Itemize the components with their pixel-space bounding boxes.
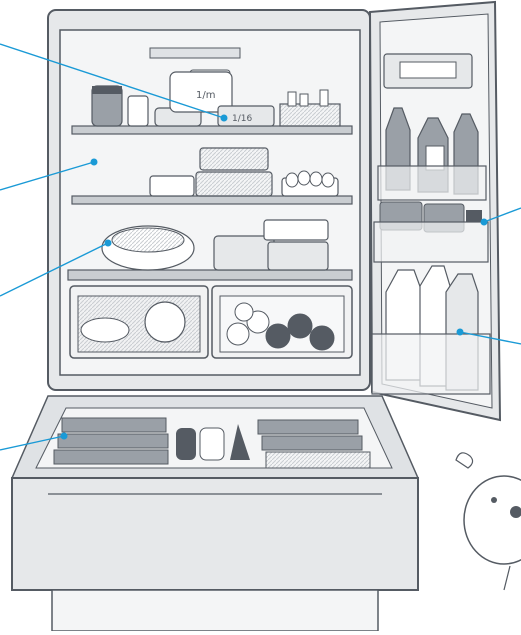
door-top-compartment: [384, 54, 472, 88]
jar-lid: [92, 86, 122, 94]
crisper-drawer-right: [212, 286, 352, 358]
basket-item: [320, 90, 328, 106]
container-lid-label: 1/16: [232, 114, 252, 124]
container-stack-bottom: [196, 172, 272, 196]
tub-bottom: [268, 242, 328, 270]
butter-dish: [150, 176, 194, 196]
basket-item: [288, 92, 296, 106]
leftovers-container: [214, 236, 274, 270]
mascot-character: [456, 453, 521, 590]
container-stack-top: [200, 148, 268, 170]
shelf-middle: [72, 196, 352, 204]
callout-dot-freezer: [61, 433, 68, 440]
jar-label: 1/m: [196, 90, 215, 101]
shelf-lower: [68, 270, 352, 280]
callout-dot-salad-bowl: [105, 240, 112, 247]
shelf-top: [72, 126, 352, 134]
bottle-small: [128, 96, 148, 126]
basket: [280, 104, 340, 126]
crisper-drawer-left: [70, 286, 208, 358]
tub-top: [264, 220, 328, 240]
callout-dot-top-shelf: [221, 115, 228, 122]
door-bottom-bin: [372, 266, 490, 394]
door-middle-bin: [374, 202, 488, 262]
basket-item: [300, 94, 308, 106]
salad-leaves: [112, 228, 184, 252]
door-bin-upper: [378, 166, 486, 200]
callout-dot-door-bottom: [457, 329, 464, 336]
callout-dot-door-middle: [481, 219, 488, 226]
callout-dot-middle-shelf: [91, 159, 98, 166]
